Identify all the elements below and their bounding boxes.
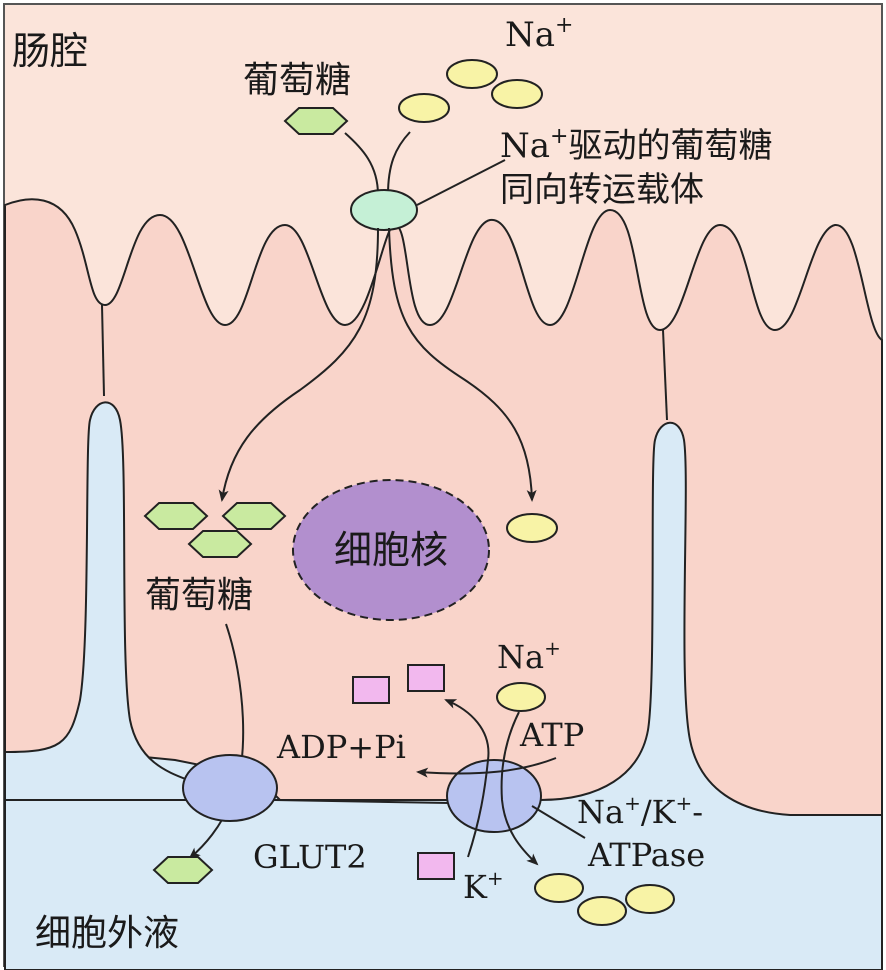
- sodium-ion: [534, 873, 584, 903]
- na-k-atpase-pump: [446, 759, 542, 833]
- atp-label: ATP: [519, 716, 584, 754]
- sodium-ion: [398, 93, 450, 123]
- atp-hydrolysis-arrow: [416, 757, 557, 778]
- sodium-ion: [625, 884, 675, 914]
- potassium-ion: [417, 852, 455, 880]
- na-exit-arrow: [500, 711, 539, 866]
- sodium-ion: [446, 59, 498, 89]
- pump-label-line2: ATPase: [587, 836, 705, 874]
- glucose-molecule: [221, 502, 287, 530]
- glut2-label: GLUT2: [253, 838, 367, 876]
- adp-pi-label: ADP+Pi: [276, 728, 406, 766]
- sodium-ion: [491, 79, 543, 109]
- glucose-molecule: [283, 107, 349, 135]
- sodium-ion: [577, 896, 627, 926]
- potassium-label: K+: [463, 866, 504, 906]
- tight-junction-right: [4, 421, 883, 970]
- potassium-ion: [352, 676, 390, 704]
- pump-label-line1: Na+/K+-: [577, 791, 703, 831]
- symporter-pathway: [387, 131, 411, 196]
- glucose-label-top: 葡萄糖: [243, 60, 351, 101]
- tight-junction-left: [4, 401, 202, 801]
- junction-line-left: [101, 304, 105, 397]
- nucleus-label: 细胞核: [334, 528, 448, 572]
- sodium-ion: [506, 513, 558, 543]
- sodium-glucose-symporter: [350, 189, 418, 231]
- glucose-label-cell: 葡萄糖: [145, 575, 253, 616]
- lumen-label: 肠腔: [12, 29, 88, 73]
- sodium-label-top: Na+: [505, 13, 573, 55]
- junction-line-right: [662, 329, 668, 421]
- glut2-transporter: [182, 754, 278, 822]
- symporter-label-line1: Na+驱动的葡萄糖: [500, 124, 772, 166]
- sodium-entry-arrow: [388, 227, 537, 502]
- pump-leader-line: [531, 805, 586, 839]
- glucose-molecule: [152, 856, 214, 884]
- potassium-ion: [407, 664, 445, 692]
- ecf-label: 细胞外液: [35, 913, 179, 954]
- symporter-label-line2: 同向转运载体: [500, 170, 704, 210]
- glucose-molecule: [143, 502, 209, 530]
- symporter-pathway: [344, 132, 379, 196]
- basal-membrane: [274, 799, 451, 804]
- k-uptake-arrow: [444, 699, 490, 858]
- sodium-ion: [496, 682, 546, 712]
- cell-nucleus: [292, 479, 490, 621]
- glucose-molecule: [187, 530, 253, 558]
- symporter-leader-line: [416, 159, 506, 206]
- glucose-entry-arrow: [218, 227, 379, 502]
- sodium-label-pump: Na+: [497, 636, 561, 676]
